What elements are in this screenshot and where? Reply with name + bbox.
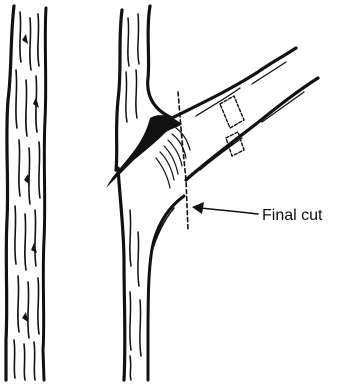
final-cut-callout: Final cut [192, 202, 323, 224]
left-trunk [6, 6, 46, 380]
preliminary-cut-marks [220, 96, 244, 156]
right-trunk [116, 6, 184, 380]
branch [172, 48, 318, 180]
final-cut-label: Final cut [262, 207, 323, 224]
